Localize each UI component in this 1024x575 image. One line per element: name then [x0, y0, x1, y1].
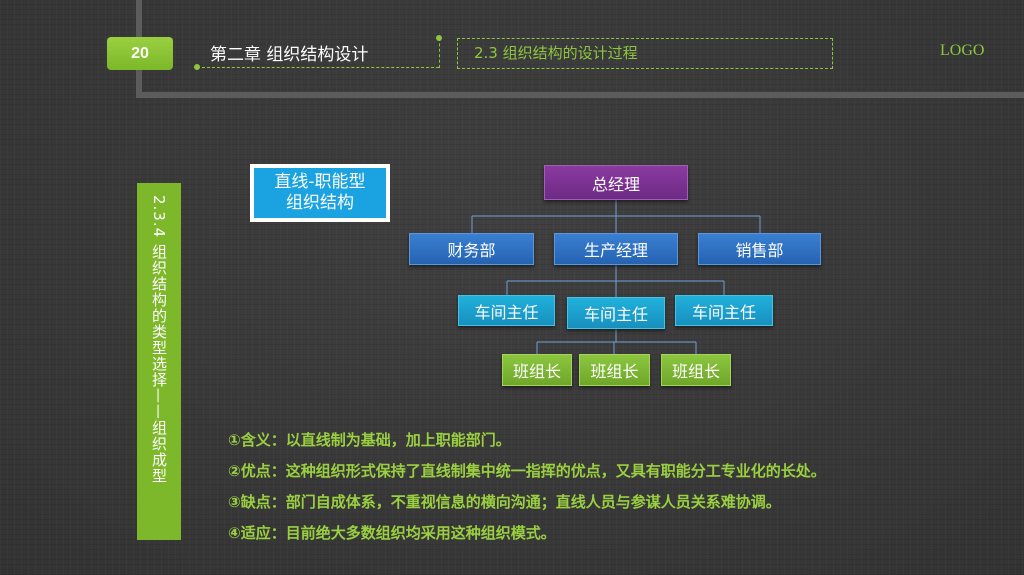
connector-dot — [436, 35, 442, 41]
note-definition: ①含义：以直线制为基础，加上职能部门。 — [228, 431, 511, 449]
sidebar-section-label: 2.3.4 组织结构的类型选择——组织成型 — [137, 183, 181, 540]
org-node-workshop-2: 车间主任 — [567, 297, 665, 329]
org-node-root: 总经理 — [544, 165, 688, 200]
structure-type-label: 直线-职能型 组织结构 — [250, 164, 390, 222]
org-node-team-2: 班组长 — [579, 354, 650, 386]
note-advantages: ②优点：这种组织形式保持了直线制集中统一指挥的优点，又具有职能分工专业化的长处。 — [228, 462, 826, 480]
chapter-divider — [439, 38, 440, 68]
chapter-underline — [197, 67, 439, 68]
page-number-badge: 20 — [107, 37, 173, 70]
org-node-team-1: 班组长 — [502, 354, 572, 386]
note-disadvantages: ③缺点：部门自成体系，不重视信息的横向沟通；直线人员与参谋人员关系难协调。 — [228, 493, 781, 511]
sidebar-label-text: 2.3.4 组织结构的类型选择——组织成型 — [150, 195, 168, 484]
structure-type-line2: 组织结构 — [285, 193, 354, 213]
org-node-sales: 销售部 — [698, 233, 821, 265]
logo: LOGO — [940, 42, 985, 59]
structure-type-text: 直线-职能型 组织结构 — [254, 168, 386, 218]
org-node-team-3: 班组长 — [661, 354, 731, 386]
section-title: 2.3 组织结构的设计过程 — [457, 38, 833, 69]
structure-type-line1: 直线-职能型 — [274, 172, 366, 192]
notes-list: ①含义：以直线制为基础，加上职能部门。 ②优点：这种组织形式保持了直线制集中统一… — [228, 428, 948, 552]
note-applicability: ④适应：目前绝大多数组织均采用这种组织模式。 — [228, 524, 556, 542]
chapter-title: 第二章 组织结构设计 — [210, 45, 369, 65]
org-node-workshop-3: 车间主任 — [675, 295, 773, 326]
org-node-production: 生产经理 — [554, 233, 678, 265]
org-node-finance: 财务部 — [409, 233, 534, 265]
org-node-workshop-1: 车间主任 — [458, 295, 555, 326]
